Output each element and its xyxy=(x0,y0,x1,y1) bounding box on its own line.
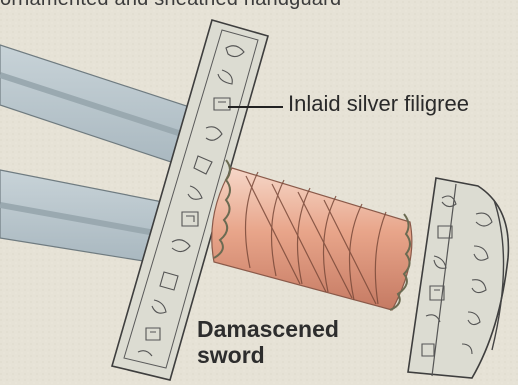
top-caption: ornamented and sheathed handguard xyxy=(0,0,360,11)
callout-label: Inlaid silver filigree xyxy=(288,91,469,117)
title-line-1: Damascened xyxy=(197,316,397,342)
diagram-title: Damascened sword xyxy=(197,316,397,368)
title-line-2: sword xyxy=(197,342,397,368)
